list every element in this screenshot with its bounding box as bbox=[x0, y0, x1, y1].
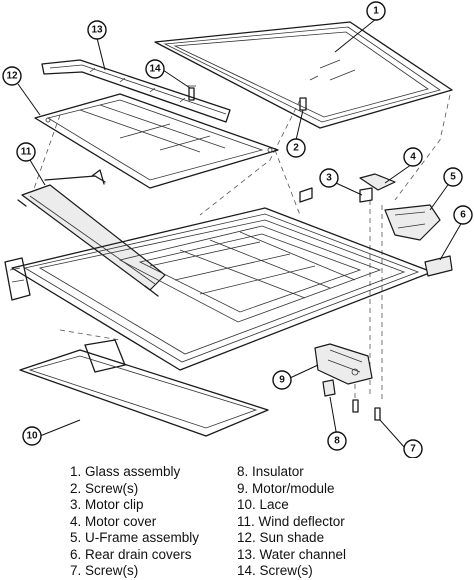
legend-item: 11. Wind deflector bbox=[237, 513, 345, 529]
svg-text:1: 1 bbox=[373, 6, 379, 17]
callout-12: 12 bbox=[2, 66, 22, 86]
svg-text:14: 14 bbox=[149, 64, 161, 75]
legend-item: 14. Screw(s) bbox=[237, 563, 313, 578]
callout-10: 10 bbox=[22, 426, 42, 446]
legend-item: 9. Motor/module bbox=[237, 480, 335, 496]
svg-text:10: 10 bbox=[26, 431, 38, 442]
svg-text:5: 5 bbox=[450, 172, 456, 183]
svg-text:3: 3 bbox=[326, 173, 332, 184]
u-frame-assembly bbox=[11, 204, 441, 371]
legend-item: 4. Motor cover bbox=[70, 513, 157, 529]
callout-7: 7 bbox=[403, 439, 423, 458]
legend-item: 13. Water channel bbox=[237, 546, 347, 562]
callout-2: 2 bbox=[286, 138, 306, 158]
callout-6: 6 bbox=[453, 205, 473, 225]
insulator bbox=[322, 379, 336, 397]
callout-5: 5 bbox=[443, 167, 463, 187]
svg-text:11: 11 bbox=[21, 147, 32, 158]
water-channel bbox=[41, 59, 231, 123]
legend-item: 2. Screw(s) bbox=[70, 480, 139, 496]
callout-13: 13 bbox=[87, 20, 107, 40]
rear-drain-covers bbox=[299, 187, 453, 277]
screw-2 bbox=[299, 97, 307, 111]
legend-column-right: 8. Insulator 9. Motor/module 10. Lace 11… bbox=[237, 464, 346, 580]
svg-text:6: 6 bbox=[460, 210, 466, 221]
motor-cover bbox=[359, 173, 396, 191]
svg-text:7: 7 bbox=[410, 444, 416, 455]
screw-7 bbox=[352, 399, 381, 421]
legend-item: 12. Sun shade bbox=[237, 530, 325, 545]
svg-text:9: 9 bbox=[279, 375, 285, 386]
callout-11: 11 bbox=[16, 142, 36, 162]
legend-column-left: 1. Glass assembly 2. Screw(s) 3. Motor c… bbox=[70, 464, 199, 580]
svg-text:12: 12 bbox=[6, 71, 18, 82]
svg-text:13: 13 bbox=[91, 25, 103, 36]
legend-item: 1. Glass assembly bbox=[70, 464, 181, 479]
callout-14: 14 bbox=[145, 59, 165, 79]
motor-module bbox=[314, 343, 373, 385]
leader-lines bbox=[17, 18, 463, 449]
parts-legend: 1. Glass assembly 2. Screw(s) 3. Motor c… bbox=[0, 458, 474, 580]
callout-3: 3 bbox=[319, 168, 339, 188]
lace bbox=[19, 349, 269, 437]
callout-9: 9 bbox=[272, 370, 292, 390]
sunroof-exploded-diagram: 1 13 14 12 2 11 4 3 5 6 9 8 7 10 bbox=[2, 1, 473, 458]
motor-clip bbox=[359, 187, 373, 203]
glass-assembly bbox=[154, 21, 453, 129]
legend-item: 5. U-Frame assembly bbox=[70, 530, 200, 545]
assembly-guide-lines bbox=[29, 94, 451, 400]
svg-text:2: 2 bbox=[293, 143, 299, 154]
legend-item: 10. Lace bbox=[237, 497, 289, 512]
callout-8: 8 bbox=[327, 431, 347, 451]
legend-item: 7. Screw(s) bbox=[70, 563, 139, 578]
wind-deflector bbox=[17, 169, 166, 297]
sun-shade bbox=[34, 93, 279, 189]
legend-item: 8. Insulator bbox=[237, 464, 304, 479]
callout-1: 1 bbox=[366, 1, 386, 21]
screw-14 bbox=[187, 85, 196, 101]
legend-item: 6. Rear drain covers bbox=[70, 546, 192, 562]
legend-item: 3. Motor clip bbox=[70, 497, 144, 512]
svg-text:4: 4 bbox=[410, 152, 416, 163]
callout-4: 4 bbox=[403, 147, 423, 167]
svg-text:8: 8 bbox=[334, 436, 340, 447]
